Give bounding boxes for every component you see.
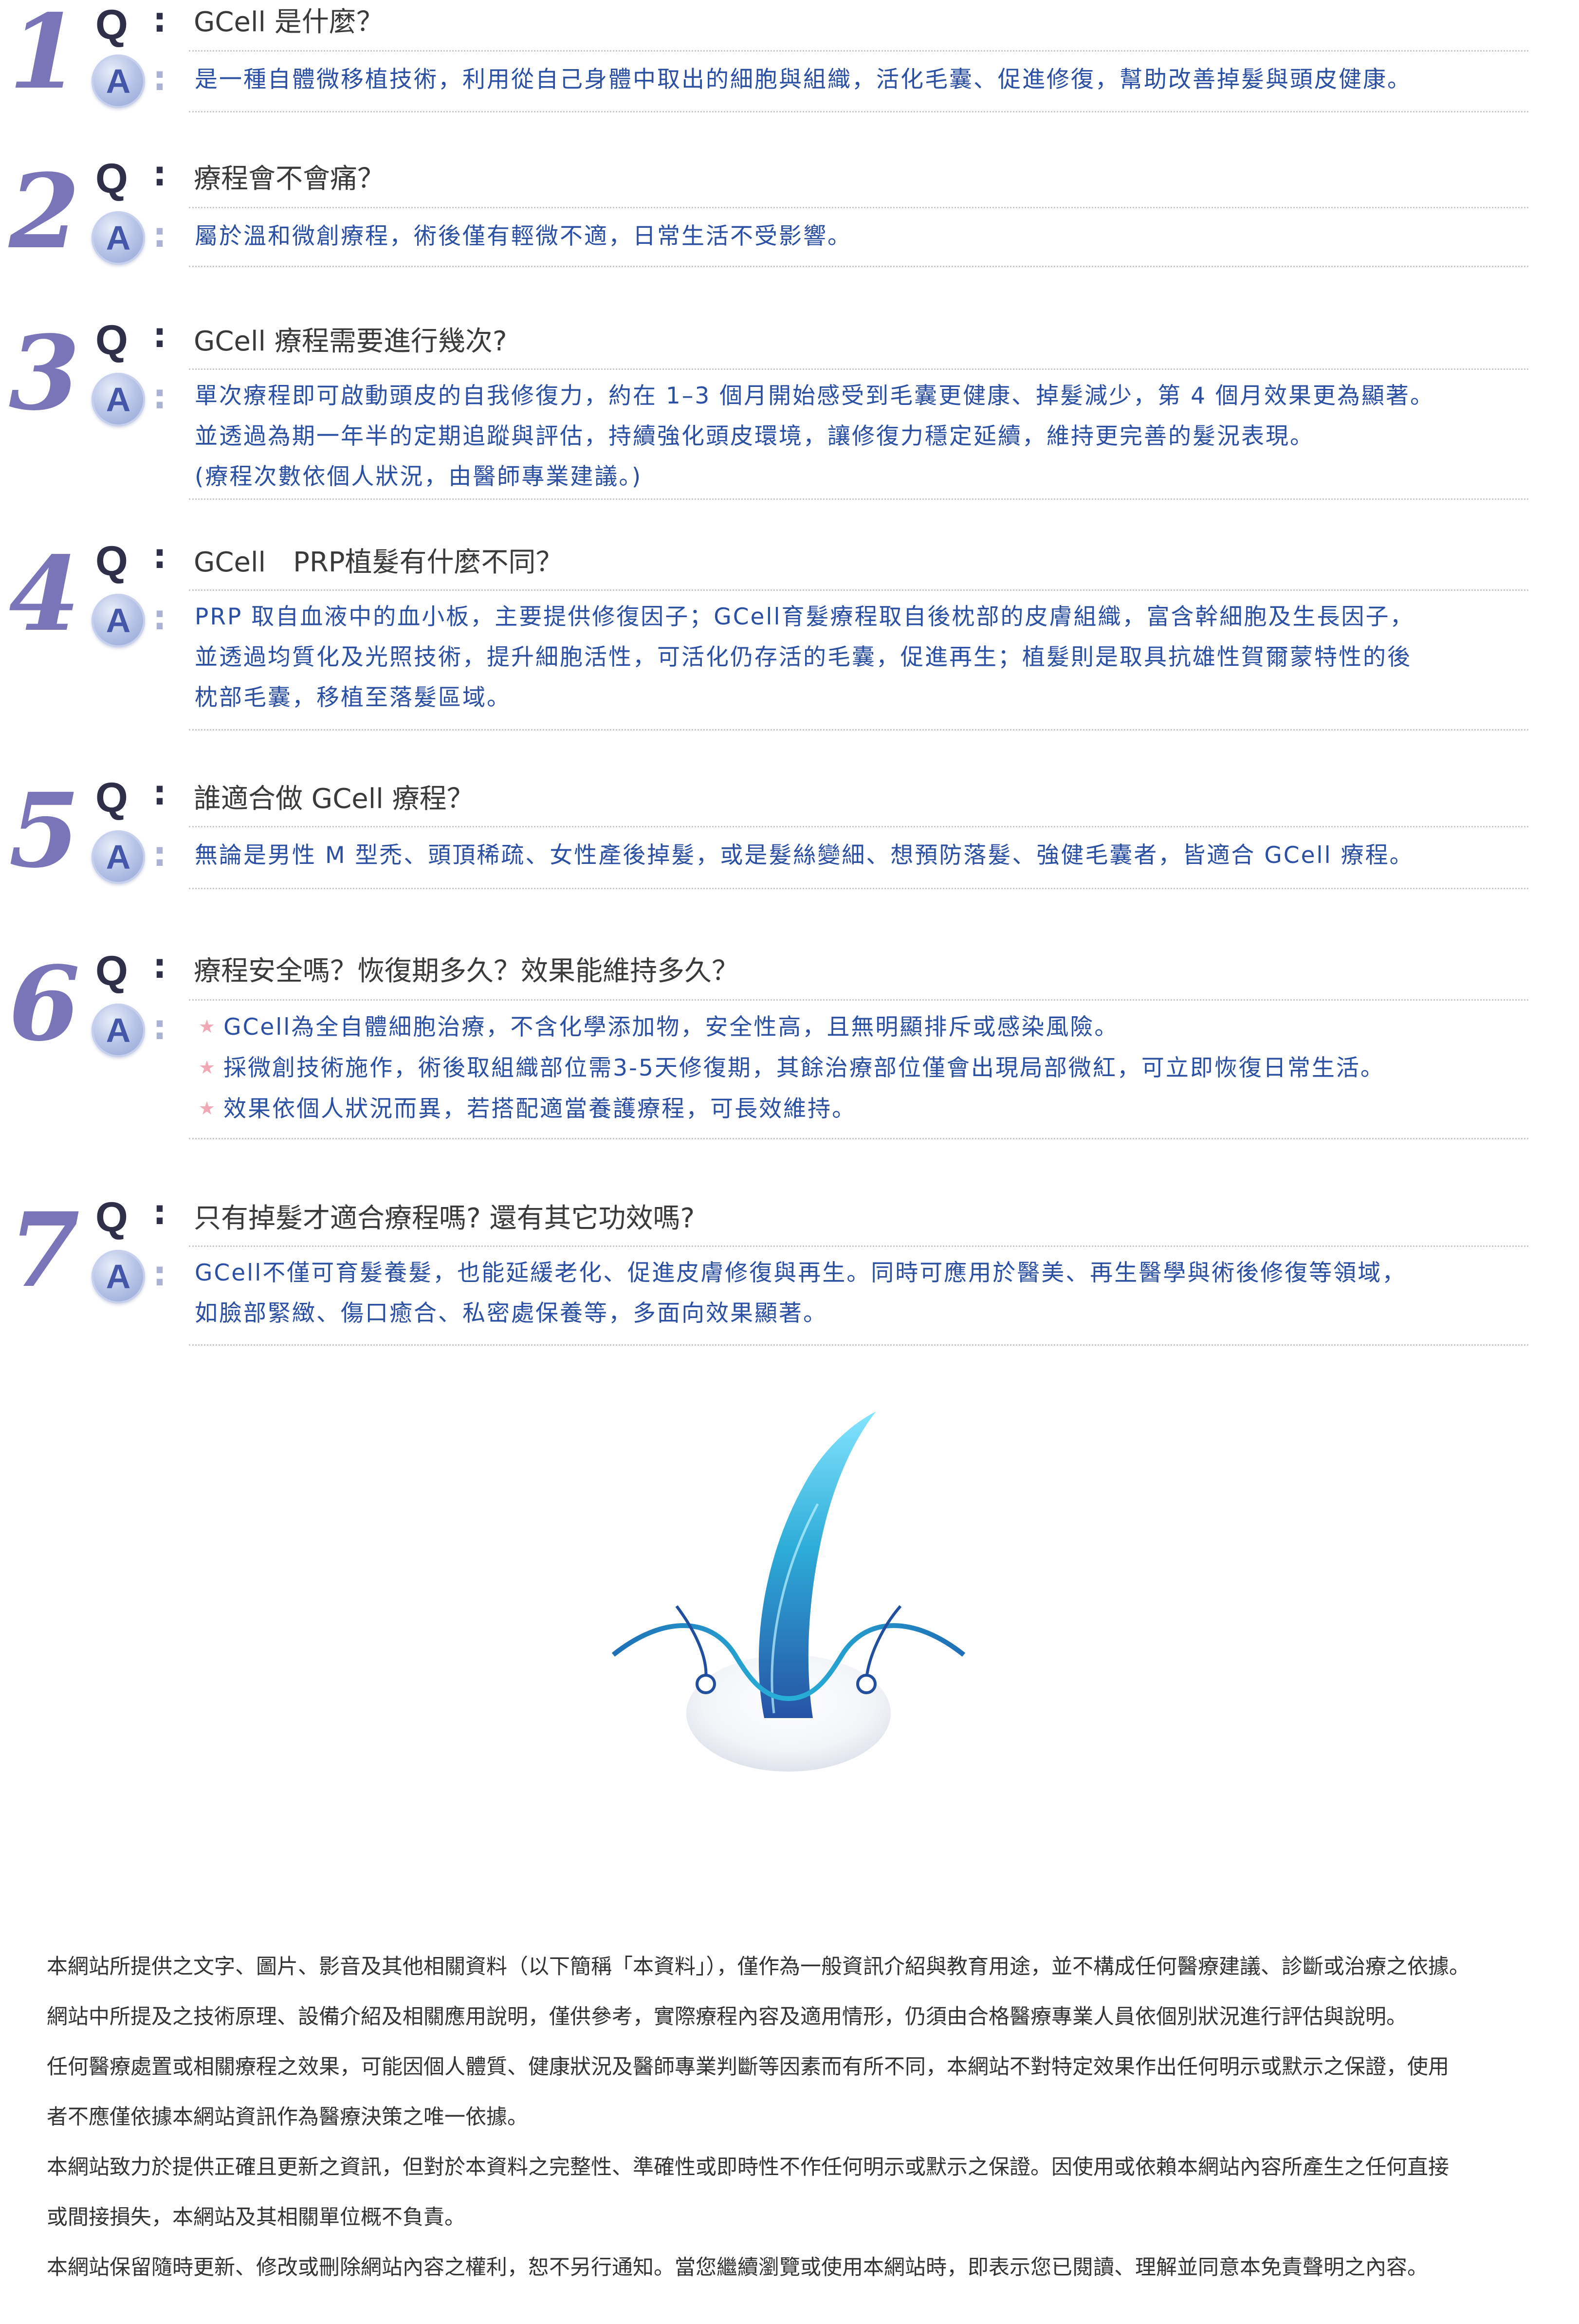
- answer-colon: :: [153, 1007, 166, 1047]
- answer-badge-icon: A: [92, 1004, 145, 1057]
- divider: [189, 1245, 1528, 1247]
- question-colon: :: [153, 1192, 166, 1232]
- divider: [189, 368, 1528, 370]
- question-mark-label: Q: [95, 538, 128, 585]
- question-colon: :: [153, 0, 166, 40]
- answer-text: PRP 取自血液中的血小板，主要提供修復因子；GCell育髮療程取自後枕部的皮膚…: [195, 597, 1519, 718]
- question-colon: :: [153, 536, 166, 576]
- answer-text: GCell不僅可育髮養髮，也能延緩老化、促進皮膚修復與再生。同時可應用於醫美、再…: [195, 1253, 1519, 1334]
- disclaimer-line: 任何醫療處置或相關療程之效果，可能因個人體質、健康狀況及醫師專業判斷等因素而有所…: [47, 2055, 1449, 2079]
- star-bullet-icon: ★: [199, 1016, 217, 1037]
- answer-colon: :: [153, 598, 166, 638]
- disclaimer-line: 或間接損失，本網站及其相關單位概不負責。: [47, 2205, 465, 2230]
- hair-shaft: [758, 1411, 876, 1718]
- answer-text: ★GCell為全自體細胞治療，不含化學添加物，安全性高，且無明顯排斥或感染風險。…: [199, 1006, 1523, 1129]
- answer-colon: :: [153, 58, 166, 98]
- question-text: 誰適合做 GCell 療程？: [194, 783, 474, 815]
- answer-badge-icon: A: [92, 1250, 145, 1303]
- answer-colon: :: [153, 215, 166, 255]
- answer-badge-icon: A: [92, 830, 145, 884]
- disclaimer-line: 本網站所提供之文字、圖片、影音及其他相關資料（以下簡稱「本資料」），僅作為一般資…: [47, 1955, 1470, 1979]
- question-colon: :: [153, 315, 166, 355]
- star-bullet-icon: ★: [199, 1057, 217, 1078]
- question-mark-label: Q: [95, 1, 128, 48]
- question-text: GCell 是什麼？: [194, 6, 384, 38]
- question-mark-label: Q: [95, 1194, 128, 1241]
- disclaimer-line: 本網站致力於提供正確且更新之資訊，但對於本資料之完整性、準確性或即時性不作任何明…: [47, 2155, 1449, 2179]
- question-text: GCell PRP植髮有什麼不同？: [194, 547, 563, 578]
- star-bullet-icon: ★: [199, 1098, 217, 1119]
- answer-colon: :: [153, 834, 166, 874]
- answer-line: ★GCell為全自體細胞治療，不含化學添加物，安全性高，且無明顯排斥或感染風險。: [199, 1014, 1119, 1041]
- faq-number: 1: [9, 0, 80, 112]
- answer-text: 是一種自體微移植技術，利用從自己身體中取出的細胞與組織，活化毛囊、促進修復，幫助…: [195, 59, 1519, 100]
- divider: [189, 826, 1528, 827]
- answer-colon: :: [153, 377, 166, 417]
- disclaimer-line: 網站中所提及之技術原理、設備介紹及相關應用說明，僅供參考，實際療程內容及適用情形…: [47, 2005, 1407, 2029]
- answer-text: 單次療程即可啟動頭皮的自我修復力，約在 1–3 個月開始感受到毛囊更健康、掉髮減…: [195, 376, 1519, 497]
- disclaimer: 本網站所提供之文字、圖片、影音及其他相關資料（以下簡稱「本資料」），僅作為一般資…: [47, 1942, 1561, 2293]
- answer-badge-icon: A: [92, 211, 145, 265]
- divider: [189, 1344, 1528, 1346]
- answer-line: 如臉部緊緻、傷口癒合、私密處保養等，多面向效果顯著。: [195, 1300, 827, 1327]
- answer-line: 無論是男性 M 型禿、頭頂稀疏、女性產後掉髮，或是髮絲變細、想預防落髮、強健毛囊…: [195, 842, 1414, 869]
- answer-line: 並透過為期一年半的定期追蹤與評估，持續強化頭皮環境，讓修復力穩定延續，維持更完善…: [195, 423, 1314, 450]
- question-mark-label: Q: [95, 774, 128, 821]
- divider: [189, 50, 1528, 52]
- faq-number: 3: [9, 313, 80, 433]
- divider: [189, 1138, 1528, 1139]
- faq-number: 4: [9, 534, 80, 654]
- faq-number: 5: [9, 770, 80, 891]
- disclaimer-line: 本網站保留隨時更新、修改或刪除網站內容之權利，恕不另行通知。當您繼續瀏覽或使用本…: [47, 2255, 1428, 2280]
- question-colon: :: [153, 946, 166, 986]
- divider: [189, 207, 1528, 208]
- answer-line: 並透過均質化及光照技術，提升細胞活性，可活化仍存活的毛囊，促進再生；植髮則是取具…: [195, 644, 1412, 671]
- faq-number: 2: [9, 151, 80, 272]
- question-colon: :: [153, 773, 166, 813]
- question-mark-label: Q: [95, 317, 128, 364]
- question-mark-label: Q: [95, 948, 128, 994]
- divider: [189, 266, 1528, 267]
- divider: [189, 999, 1528, 1001]
- divider: [189, 888, 1528, 889]
- nerve-node-icon: [856, 1674, 877, 1694]
- answer-line: 是一種自體微移植技術，利用從自己身體中取出的細胞與組織，活化毛囊、促進修復，幫助…: [195, 66, 1412, 93]
- divider: [189, 729, 1528, 731]
- answer-line: 枕部毛囊，移植至落髮區域。: [195, 684, 511, 711]
- disclaimer-line: 者不應僅依據本網站資訊作為醫療決策之唯一依據。: [47, 2105, 528, 2129]
- answer-line: PRP 取自血液中的血小板，主要提供修復因子；GCell育髮療程取自後枕部的皮膚…: [195, 604, 1414, 630]
- question-text: 療程會不會痛？: [194, 163, 385, 195]
- question-text: GCell 療程需要進行幾次?: [194, 326, 507, 357]
- answer-badge-icon: A: [92, 594, 145, 647]
- skin-surface-line: [611, 1623, 966, 1702]
- answer-text: 無論是男性 M 型禿、頭頂稀疏、女性產後掉髮，或是髮絲變細、想預防落髮、強健毛囊…: [195, 835, 1519, 876]
- answer-line: ★效果依個人狀況而異，若搭配適當養護療程，可長效維持。: [199, 1096, 857, 1122]
- question-text: 只有掉髮才適合療程嗎? 還有其它功效嗎?: [194, 1203, 695, 1234]
- answer-line: GCell不僅可育髮養髮，也能延緩老化、促進皮膚修復與再生。同時可應用於醫美、再…: [195, 1260, 1407, 1286]
- nerve-node-icon: [696, 1674, 716, 1694]
- answer-line: 單次療程即可啟動頭皮的自我修復力，約在 1–3 個月開始感受到毛囊更健康、掉髮減…: [195, 383, 1434, 409]
- divider: [189, 589, 1528, 591]
- answer-line: (療程次數依個人狀況，由醫師專業建議。): [195, 463, 643, 490]
- divider: [189, 498, 1528, 500]
- faq-number: 7: [9, 1190, 80, 1310]
- answer-badge-icon: A: [92, 373, 145, 426]
- hair-follicle-illustration: [611, 1411, 966, 1772]
- faq-number: 6: [9, 944, 80, 1064]
- question-colon: :: [153, 154, 166, 194]
- divider: [189, 111, 1528, 112]
- answer-line: ★採微創技術施作，術後取組織部位需3-5天修復期，其餘治療部位僅會出現局部微紅，…: [199, 1055, 1385, 1081]
- answer-text: 屬於溫和微創療程，術後僅有輕微不適，日常生活不受影響。: [195, 216, 1519, 256]
- question-text: 療程安全嗎？恢復期多久？效果能維持多久？: [194, 955, 739, 987]
- answer-badge-icon: A: [92, 55, 145, 108]
- answer-line: 屬於溫和微創療程，術後僅有輕微不適，日常生活不受影響。: [195, 223, 852, 250]
- question-mark-label: Q: [95, 155, 128, 202]
- answer-colon: :: [153, 1254, 166, 1294]
